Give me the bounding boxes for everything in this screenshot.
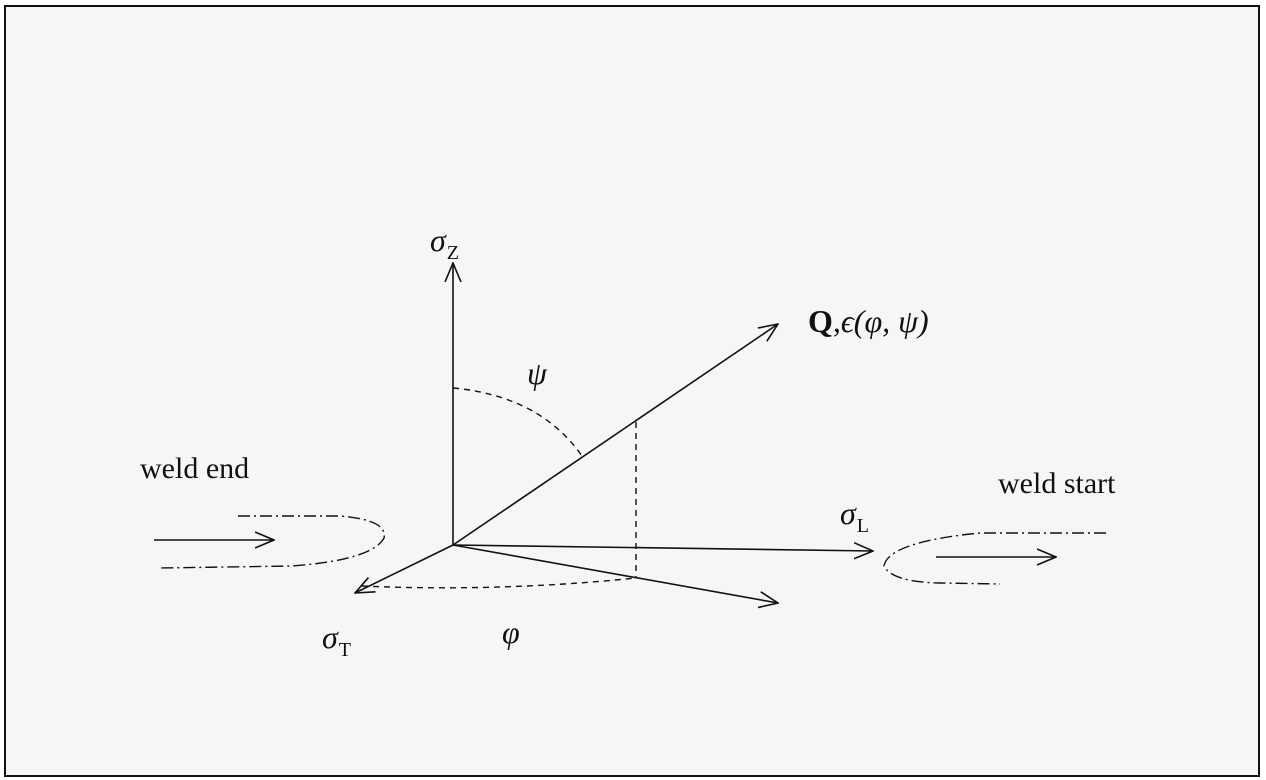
q-vector-label: Q,ϵ(φ, ψ) xyxy=(808,303,929,339)
weld-start-loop xyxy=(883,532,1106,585)
sigma-z-label: σZ xyxy=(430,222,459,264)
phi-label: φ xyxy=(502,614,520,650)
weld-start-label: weld start xyxy=(998,467,1116,500)
q-vector xyxy=(452,324,778,546)
phi-arc xyxy=(361,577,637,589)
weld-end-label: weld end xyxy=(140,452,249,485)
sigma-t-axis xyxy=(355,544,454,593)
diagram-frame xyxy=(4,5,1260,777)
projection-vector xyxy=(452,544,778,603)
sigma-t-label: σT xyxy=(322,619,351,661)
psi-label: ψ xyxy=(527,355,548,391)
psi-arc xyxy=(452,387,583,457)
sigma-l-label: σL xyxy=(840,495,869,537)
weld-end-loop xyxy=(159,515,385,569)
sigma-l-axis xyxy=(452,545,873,551)
